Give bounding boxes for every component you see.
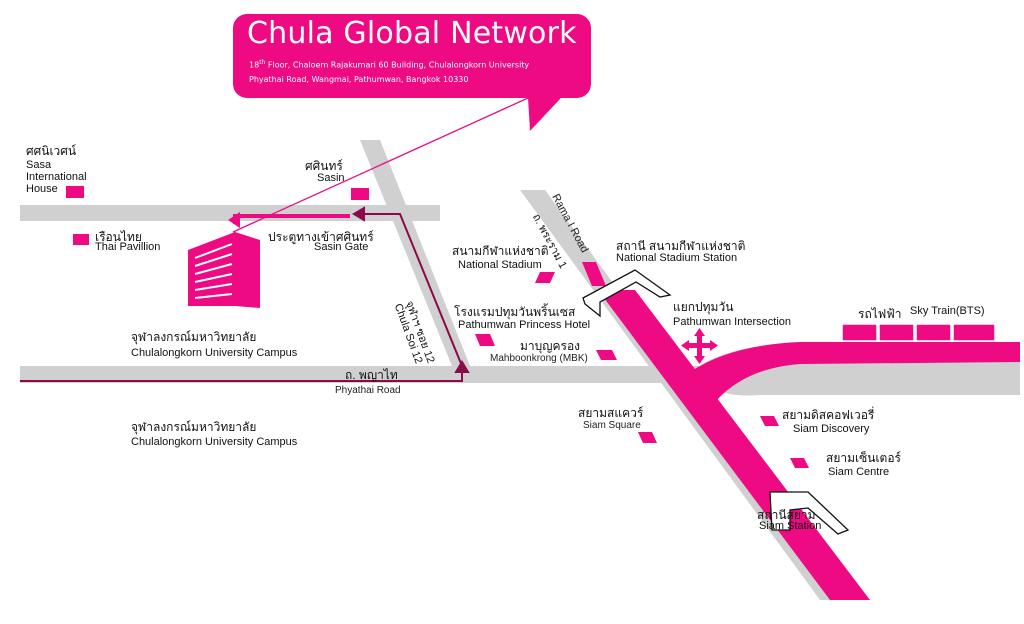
train-car — [878, 323, 915, 342]
marker-siam-square — [638, 432, 657, 443]
bts-line-main — [598, 290, 870, 600]
label-sasa-en-2: International — [26, 171, 87, 183]
intersection-icon — [681, 328, 718, 364]
label-sasa-en-3: House — [26, 183, 58, 195]
chula-building — [188, 232, 260, 308]
label-siam-centre-en: Siam Centre — [828, 466, 890, 478]
train-car — [841, 323, 878, 342]
building-side — [235, 232, 260, 308]
cross-arrow-down — [694, 356, 705, 364]
building-windows — [194, 243, 233, 299]
label-siam-square-en: Siam Square — [583, 420, 641, 431]
marker-sasin — [351, 188, 369, 200]
sasin-gate-arrow-head — [228, 212, 240, 228]
sasin-gate-arrow — [233, 214, 350, 224]
marker-siam-centre — [790, 458, 809, 468]
window-line — [194, 263, 233, 275]
address-line-2: Phyathai Road, Wangmai, Pathumwan, Bangk… — [249, 75, 469, 84]
window-line — [194, 293, 233, 299]
label-princess-en: Pathumwan Princess Hotel — [458, 319, 591, 331]
label-campus1-th: จุฬาลงกรณ์มหาวิทยาลัย — [131, 330, 257, 344]
cross-h — [686, 343, 713, 348]
label-siam-centre-th: สยามเซ็นเตอร์ — [826, 451, 901, 465]
label-campus2-th: จุฬาลงกรณ์มหาวิทยาลัย — [131, 420, 257, 434]
label-siam-discovery-en: Siam Discovery — [793, 423, 870, 435]
roads — [20, 140, 1020, 600]
label-phyathai-th: ถ. พญาไท — [345, 368, 398, 382]
cross-arrow-up — [694, 328, 705, 336]
label-campus2-en: Chulalongkorn University Campus — [131, 436, 298, 448]
label-mbk-en: Mahboonkrong (MBK) — [490, 353, 588, 364]
marker-national-stadium — [535, 272, 555, 283]
label-thai-pavilion-th: เรือนไทย — [95, 230, 142, 244]
route-arrow-sasin — [352, 206, 365, 222]
label-thai-pavilion-en: Thai Pavillion — [95, 241, 161, 253]
label-siam-square-th: สยามสแควร์ — [578, 406, 644, 420]
window-line — [194, 243, 233, 259]
marker-princess — [475, 334, 495, 346]
marker-ns-station — [582, 262, 606, 286]
label-bts-en: Sky Train(BTS) — [910, 305, 985, 317]
label-phyathai-en: Phyathai Road — [335, 385, 401, 396]
label-ns-station-en: National Stadium Station — [616, 252, 738, 264]
address-line-1: 18th Floor, Chaloem Rajakumari 60 Buildi… — [249, 59, 529, 70]
label-national-stadium-en: National Stadium — [458, 259, 542, 271]
address-floor: 18 — [249, 60, 260, 70]
label-intersection-th: แยกปทุมวัน — [673, 300, 734, 314]
train-car — [952, 323, 996, 342]
train-car — [915, 323, 952, 342]
label-campus1-en: Chulalongkorn University Campus — [131, 347, 298, 359]
window-line — [194, 283, 233, 291]
bts-train — [841, 323, 996, 342]
station-siam — [769, 491, 850, 535]
window-line — [194, 273, 233, 283]
route — [20, 206, 470, 382]
address-line-1-text: Floor, Chaloem Rajakumari 60 Building, C… — [265, 60, 530, 70]
bts-line-branch — [690, 342, 1020, 402]
pointer-line-1 — [232, 97, 529, 233]
label-mbk-th: มาบุญครอง — [520, 339, 581, 353]
label-siam-station-th: สถานีสยาม — [757, 508, 816, 522]
label-sasin-gate-th: ประตูทางเข้าศศินทร์ — [268, 230, 374, 244]
label-sasa-en-1: Sasa — [26, 159, 52, 171]
header-bubble: Chula Global Network 18th Floor, Chaloem… — [233, 14, 591, 98]
marker-mbk — [596, 350, 617, 360]
label-intersection-en: Pathumwan Intersection — [673, 316, 792, 328]
label-sasin-gate-en: Sasin Gate — [314, 241, 369, 253]
marker-thai-pavilion — [73, 234, 89, 245]
marker-siam-discovery — [760, 416, 779, 426]
window-line — [194, 253, 233, 267]
cross-arrow-left — [681, 340, 689, 351]
bubble-tail — [528, 98, 560, 130]
address-floor-sup: th — [259, 59, 266, 66]
route-arrow-phyathai — [454, 360, 470, 373]
label-sasin-en: Sasin — [317, 172, 345, 184]
label-princess-th: โรงแรมปทุมวันพริ้นเซส — [454, 305, 576, 319]
page-title: Chula Global Network — [247, 16, 577, 51]
label-sasa-th: ศศนิเวศน์ — [26, 144, 77, 158]
label-national-stadium-th: สนามกีฬาแห่งชาติ — [452, 244, 549, 258]
road-phyathai — [20, 366, 640, 383]
station-national-stadium — [582, 269, 672, 318]
label-sasin-th: ศศินทร์ — [305, 159, 343, 173]
cross-arrow-right — [710, 340, 718, 351]
label-bts-th: รถไฟฟ้า — [858, 307, 902, 321]
label-siam-station-en: Siam Station — [759, 520, 822, 532]
label-siam-discovery-th: สยามดิสคอฟเวอรี่ — [782, 408, 875, 422]
bts-line — [598, 290, 1020, 600]
label-ns-station-th: สถานี สนามกีฬาแห่งชาติ — [616, 239, 746, 253]
place-markers — [66, 186, 809, 468]
marker-sasa — [66, 186, 84, 198]
